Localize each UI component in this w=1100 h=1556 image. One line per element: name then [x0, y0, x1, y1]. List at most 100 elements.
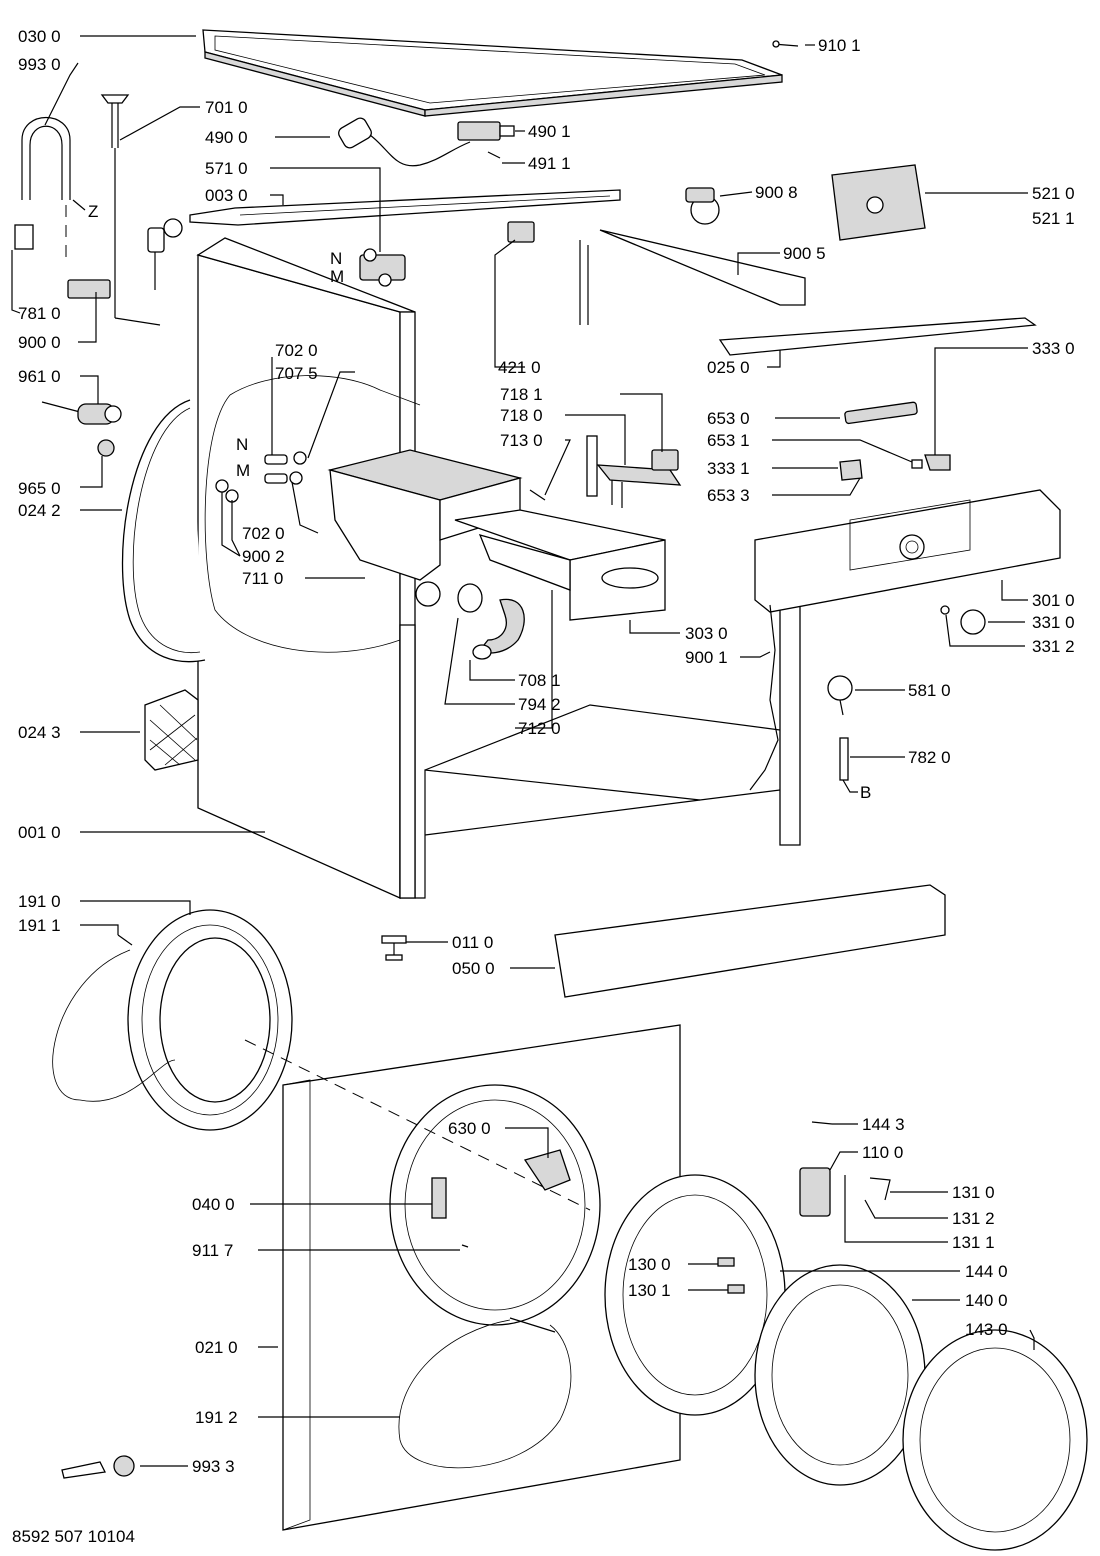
- part-718-1: [651, 449, 679, 471]
- label-131-2: 131 2: [952, 1209, 995, 1228]
- hook-713-0: [529, 489, 546, 501]
- label-712-0: 712 0: [518, 719, 561, 738]
- label-581-0: 581 0: [908, 681, 951, 700]
- label-331-0: 331 0: [1032, 613, 1075, 632]
- label-n-valve: N: [330, 249, 342, 268]
- label-713-0: 713 0: [500, 431, 543, 450]
- inlet-hose: [14, 117, 71, 260]
- part-333-1: [839, 459, 863, 481]
- label-333-0: 333 0: [1032, 339, 1075, 358]
- door-gasket: [127, 909, 293, 1131]
- tube-713-0: [586, 435, 598, 497]
- spring-191-1: [117, 934, 133, 946]
- mains-filter: [457, 121, 515, 141]
- label-490-0: 490 0: [205, 128, 248, 147]
- front-panel: [282, 1024, 681, 1531]
- label-n-switch: N: [236, 435, 248, 454]
- label-653-3: 653 3: [707, 486, 750, 505]
- label-003-0: 003 0: [205, 186, 248, 205]
- label-024-2: 024 2: [18, 501, 61, 520]
- label-130-1: 130 1: [628, 1281, 671, 1300]
- label-143-0: 143 0: [965, 1320, 1008, 1339]
- dispenser-drawer: [454, 509, 666, 621]
- label-131-0: 131 0: [952, 1183, 995, 1202]
- label-001-0: 001 0: [18, 823, 61, 842]
- label-521-0: 521 0: [1032, 184, 1075, 203]
- label-993-0: 993 0: [18, 55, 61, 74]
- seal-ring-024-2: [121, 399, 206, 663]
- label-191-0: 191 0: [18, 892, 61, 911]
- part-131-0: [869, 1177, 891, 1201]
- part-labels: 030 0 993 0 701 0 490 0 571 0 003 0 Z 78…: [12, 27, 1075, 1546]
- label-711-0: 711 0: [242, 569, 283, 588]
- cap-331-2: [940, 605, 950, 615]
- label-331-2: 331 2: [1032, 637, 1075, 656]
- label-011-0: 011 0: [452, 933, 493, 952]
- part-040-0: [431, 1177, 447, 1219]
- hose-clip: [67, 279, 111, 299]
- control-panel: [754, 489, 1061, 613]
- screw-144-3: [811, 1121, 833, 1125]
- label-131-1: 131 1: [952, 1233, 995, 1252]
- leader-lines: [11, 35, 1035, 1467]
- label-702-0-top: 702 0: [275, 341, 318, 360]
- adjusting-foot: [381, 935, 407, 961]
- label-140-0: 140 0: [965, 1291, 1008, 1310]
- label-b: B: [860, 783, 871, 802]
- label-333-1: 333 1: [707, 459, 750, 478]
- label-782-0: 782 0: [908, 748, 951, 767]
- bellows-hose: [457, 583, 525, 660]
- label-630-0: 630 0: [448, 1119, 491, 1138]
- knob-331-0: [960, 609, 986, 635]
- clamp-191-2: [398, 1319, 572, 1469]
- label-130-0: 130 0: [628, 1255, 671, 1274]
- door-ring: [902, 1329, 1088, 1551]
- top-lid: [202, 29, 783, 117]
- label-781-0: 781 0: [18, 304, 61, 323]
- vent-pipe: [100, 94, 161, 326]
- cabinet: [196, 229, 806, 900]
- label-653-0: 653 0: [707, 409, 750, 428]
- label-702-0-bottom: 702 0: [242, 524, 285, 543]
- label-050-0: 050 0: [452, 959, 495, 978]
- label-030-0: 030 0: [18, 27, 61, 46]
- service-grille: [144, 689, 199, 771]
- drain-hose-end: [41, 401, 122, 425]
- label-490-1: 490 1: [528, 122, 571, 141]
- part-653-0: [844, 401, 918, 425]
- label-303-0: 303 0: [685, 624, 728, 643]
- label-993-3: 993 3: [192, 1457, 235, 1476]
- service-tool: [61, 1455, 135, 1479]
- part-900-8: [685, 187, 720, 225]
- spring-191-2: [509, 1317, 556, 1333]
- label-191-2: 191 2: [195, 1408, 238, 1427]
- cutaway-outline: [204, 375, 421, 653]
- label-911-7: 911 7: [192, 1241, 233, 1260]
- part-130-0: [717, 1257, 735, 1267]
- label-144-0: 144 0: [965, 1262, 1008, 1281]
- wiring-harness: [749, 604, 779, 791]
- label-900-5: 900 5: [783, 244, 826, 263]
- part-653-1: [911, 459, 923, 469]
- label-021-0: 021 0: [195, 1338, 238, 1357]
- label-794-2: 794 2: [518, 695, 561, 714]
- dispenser-housing: [327, 449, 523, 607]
- label-421-0: 421 0: [498, 358, 541, 377]
- axis-line-1: [244, 1039, 591, 1211]
- water-valve: [359, 248, 406, 287]
- label-191-1: 191 1: [18, 916, 61, 935]
- label-m-valve: M: [330, 267, 344, 286]
- label-707-5: 707 5: [275, 364, 318, 383]
- label-718-0: 718 0: [500, 406, 543, 425]
- mains-cord: [338, 117, 471, 167]
- screw-910-1: [772, 40, 799, 48]
- part-421-0: [507, 221, 535, 243]
- label-900-1: 900 1: [685, 648, 728, 667]
- label-910-1: 910 1: [818, 36, 861, 55]
- label-m-switch: M: [236, 461, 250, 480]
- label-491-1: 491 1: [528, 154, 571, 173]
- label-718-1: 718 1: [500, 385, 543, 404]
- screw-911-7: [461, 1244, 469, 1248]
